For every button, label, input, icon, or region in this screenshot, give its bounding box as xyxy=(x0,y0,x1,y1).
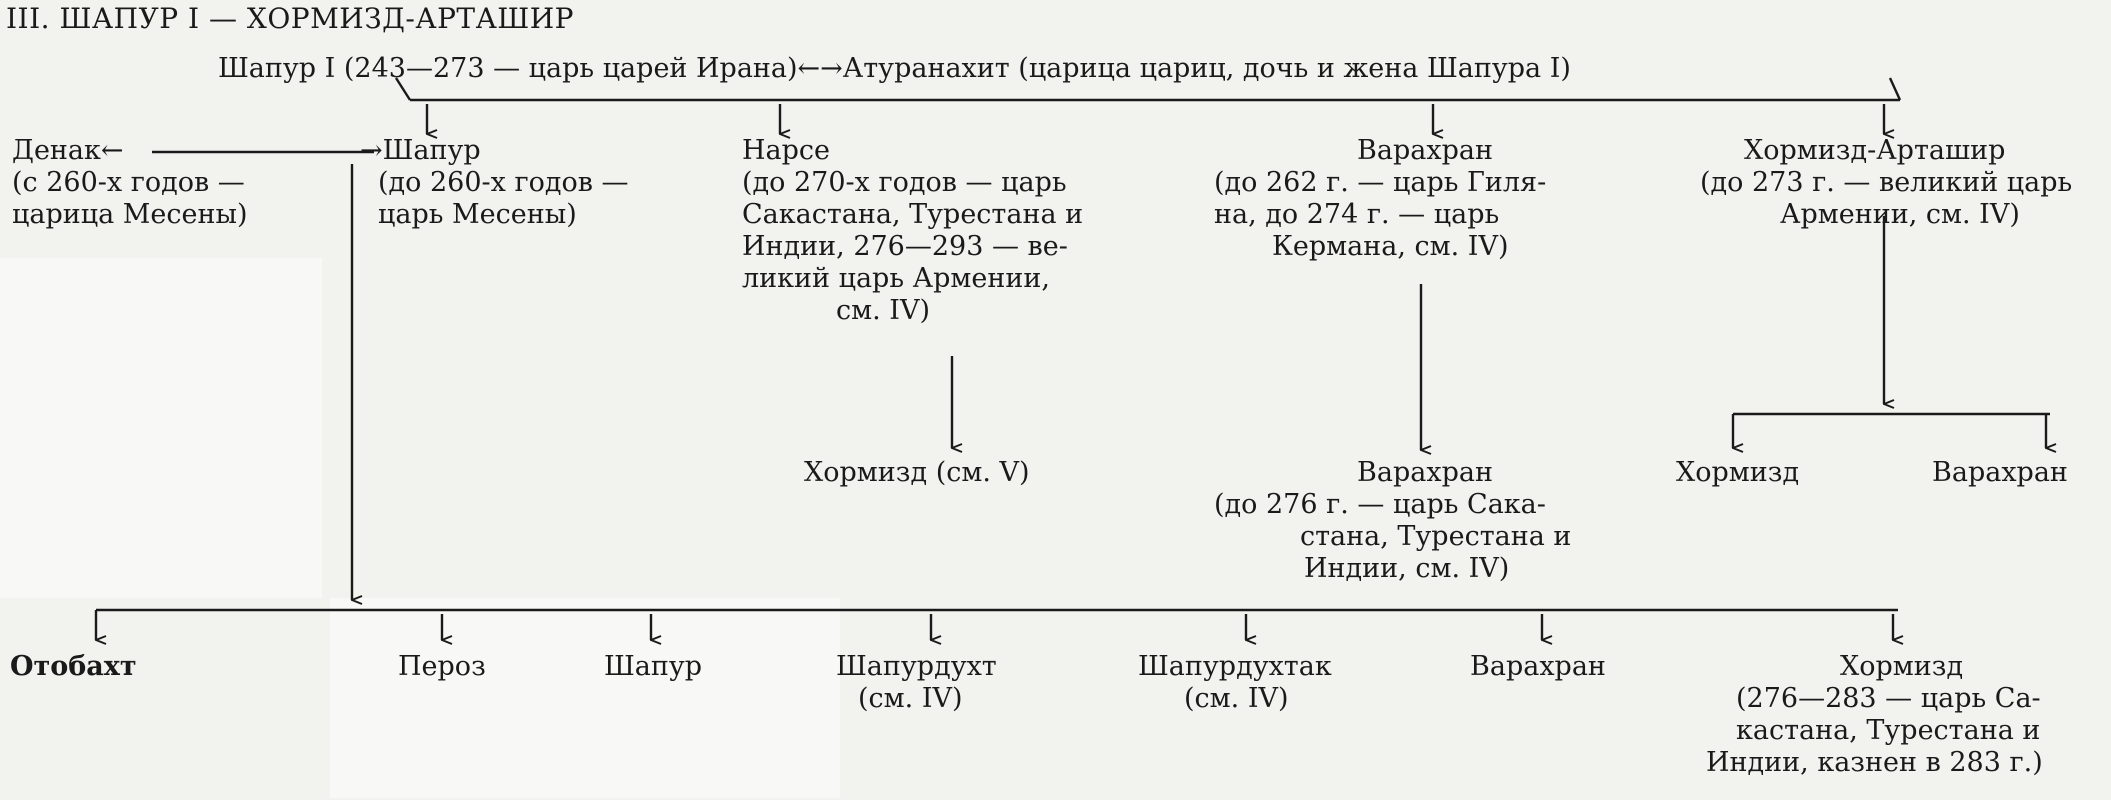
denak-note: (с 260-х годов — xyxy=(12,167,245,198)
varahran2-note: (до 276 г. — царь Сака- xyxy=(1214,489,1546,520)
varahran-note: (до 262 г. — царь Гиля- xyxy=(1214,167,1547,198)
child-hormizd: Хормизд xyxy=(1676,457,1800,488)
narse-note: Сакастана, Турестана и xyxy=(742,199,1084,230)
varahran2-name: Варахран xyxy=(1357,457,1493,488)
paper-patch xyxy=(0,258,322,598)
child-hormizd-note: (276—283 — царь Са- xyxy=(1736,683,2041,714)
varahran2-note: стана, Турестана и xyxy=(1300,521,1572,552)
child-shapurdukhtak-note: (см. IV) xyxy=(1184,683,1289,714)
varahran-note: Кермана, см. IV) xyxy=(1272,231,1509,262)
child-hormizd-bottom: Хормизд xyxy=(1840,651,1964,682)
paper-patch xyxy=(330,598,840,798)
varahran-note: на, до 274 г. — царь xyxy=(1214,199,1500,230)
child-shapurdukhtak: Шапурдухтак xyxy=(1138,651,1332,682)
child-hormizd-note: Индии, казнен в 283 г.) xyxy=(1706,747,2043,778)
shapur-name: →Шапур xyxy=(360,135,481,166)
page-title: III. ШАПУР I — ХОРМИЗД-АРТАШИР xyxy=(6,2,575,35)
child-shapur: Шапур xyxy=(604,651,703,682)
narse-note: Индии, 276—293 — ве- xyxy=(742,231,1068,262)
shapur-note: царь Месены) xyxy=(378,199,577,230)
child-peroz: Пероз xyxy=(398,651,486,682)
top-parents-line: Шапур I (243—273 — царь царей Ирана)←→Ат… xyxy=(218,53,1571,84)
varahran-name: Варахран xyxy=(1357,135,1493,166)
narse-note: ликий царь Армении, xyxy=(742,263,1050,294)
denak-note: царица Месены) xyxy=(12,199,248,230)
narse-note: (до 270-х годов — царь xyxy=(742,167,1067,198)
shapur-note: (до 260-х годов — xyxy=(378,167,629,198)
varahran2-note: Индии, см. IV) xyxy=(1304,553,1510,584)
hormizd-artashir-note: Армении, см. IV) xyxy=(1780,199,2020,230)
narse-note: см. IV) xyxy=(836,295,930,326)
denak-name: Денак← xyxy=(12,135,124,166)
child-otobakht: Отобахт xyxy=(10,651,137,682)
child-hormizd-note: кастана, Турестана и xyxy=(1736,715,2041,746)
child-shapurdukht: Шапурдухт xyxy=(836,651,997,682)
child-shapurdukht-note: (см. IV) xyxy=(858,683,963,714)
hormizd-artashir-note: (до 273 г. — великий царь xyxy=(1700,167,2073,198)
narse-name: Нарсе xyxy=(742,135,831,166)
hormizd-artashir-name: Хормизд-Арташир xyxy=(1744,135,2006,166)
hormizd-v: Хормизд (см. V) xyxy=(804,457,1030,488)
child-varahran-bottom: Варахран xyxy=(1470,651,1606,682)
child-varahran: Варахран xyxy=(1932,457,2068,488)
